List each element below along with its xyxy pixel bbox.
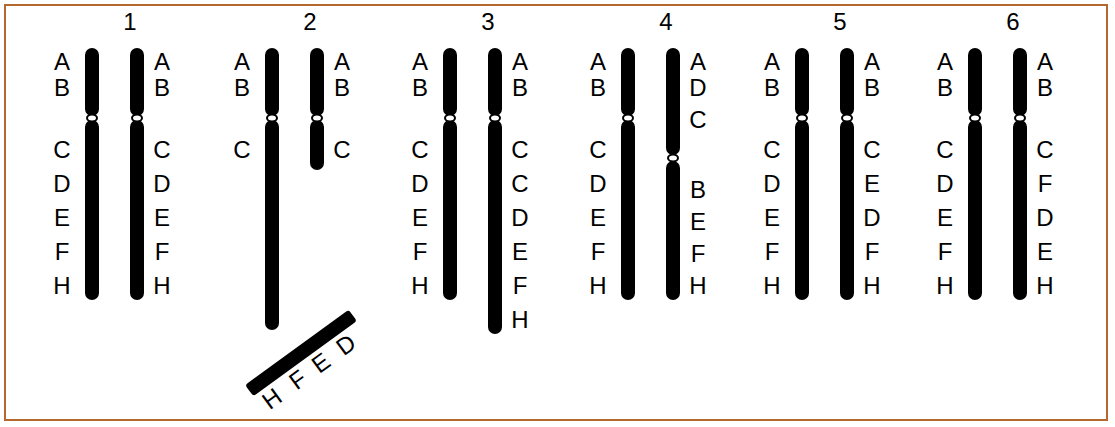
gene-letter: E [864,172,880,196]
gene-letter: B [512,76,528,100]
gene-letter: D [689,76,706,100]
gene-letter: B [412,76,428,100]
gene-letter: C [511,172,528,196]
gene-letter: D [332,330,360,360]
gene-letter: C [333,138,350,162]
gene-letter: A [412,50,428,74]
gene-letter: D [153,172,170,196]
gene-letter: F [765,240,780,264]
gene-letter: D [511,206,528,230]
gene-letter: D [589,172,606,196]
gene-letter: E [1037,240,1053,264]
gene-letter: B [1037,76,1053,100]
gene-letter: C [53,138,70,162]
gene-letter: H [763,274,780,298]
gene-letter: E [54,206,70,230]
pair-number: 5 [833,10,846,34]
gene-letter: A [234,50,250,74]
gene-letter: B [234,76,250,100]
gene-letter: C [589,138,606,162]
gene-letter: F [55,240,70,264]
gene-letter: F [155,240,170,264]
gene-letter: C [763,138,780,162]
gene-letter: E [412,206,428,230]
gene-letter: A [154,50,170,74]
gene-letter: F [865,240,880,264]
gene-letter: A [512,50,528,74]
gene-letter: E [690,210,706,234]
pair-number: 6 [1006,10,1019,34]
gene-letter: C [511,138,528,162]
gene-letter: F [513,274,528,298]
gene-letter: A [864,50,880,74]
gene-letter: A [937,50,953,74]
gene-letter: F [938,240,953,264]
gene-letter: A [334,50,350,74]
gene-letter: H [258,384,286,414]
gene-letter: C [153,138,170,162]
gene-letter: D [411,172,428,196]
gene-letter: H [936,274,953,298]
gene-letter: D [863,206,880,230]
gene-letter: H [511,308,528,332]
pair-number: 1 [123,10,136,34]
pair-number: 4 [659,10,672,34]
gene-letter: B [690,178,706,202]
gene-letter: B [590,76,606,100]
gene-letter: B [334,76,350,100]
gene-letter: D [53,172,70,196]
gene-letter: B [937,76,953,100]
gene-letter: F [691,242,706,266]
gene-letter: C [411,138,428,162]
gene-letter: A [54,50,70,74]
gene-letter: H [1036,274,1053,298]
pair-number: 3 [481,10,494,34]
gene-letter: D [1036,206,1053,230]
gene-letter: H [53,274,70,298]
gene-letter: H [411,274,428,298]
gene-letter: E [937,206,953,230]
gene-letter: B [154,76,170,100]
gene-letter: H [153,274,170,298]
gene-letter: E [590,206,606,230]
gene-letter: C [936,138,953,162]
gene-letter: C [1036,138,1053,162]
gene-letter: C [689,108,706,132]
gene-letter: E [154,206,170,230]
gene-letter: F [413,240,428,264]
gene-letter: H [589,274,606,298]
pair-number: 2 [303,10,316,34]
gene-letter: C [863,138,880,162]
gene-letter: E [512,240,528,264]
gene-letter: F [1038,172,1053,196]
gene-letter: A [764,50,780,74]
gene-letter: D [936,172,953,196]
gene-letter: H [689,274,706,298]
gene-letter: H [863,274,880,298]
gene-letter: B [764,76,780,100]
gene-letter: E [307,349,334,378]
gene-letter: B [54,76,70,100]
gene-letter: A [690,50,706,74]
gene-letter: B [864,76,880,100]
gene-letter: F [285,366,311,394]
gene-letter: A [1037,50,1053,74]
gene-letter: A [590,50,606,74]
gene-letter: F [591,240,606,264]
gene-letter: D [763,172,780,196]
gene-letter: C [233,138,250,162]
gene-letter: E [764,206,780,230]
